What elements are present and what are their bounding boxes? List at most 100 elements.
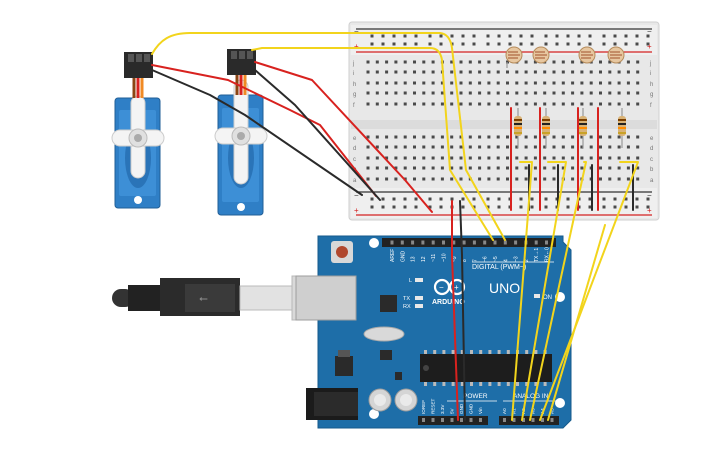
rail-hole[interactable] [392, 205, 396, 209]
breadboard-hole[interactable] [617, 145, 621, 149]
rail-hole[interactable] [588, 42, 592, 46]
breadboard-hole[interactable] [626, 70, 630, 74]
digital-pin[interactable] [400, 240, 404, 245]
breadboard-hole[interactable] [515, 70, 519, 74]
rail-hole[interactable] [428, 197, 432, 201]
breadboard-hole[interactable] [533, 91, 537, 95]
breadboard-hole[interactable] [543, 91, 547, 95]
breadboard-hole[interactable] [422, 135, 426, 139]
breadboard-hole[interactable] [385, 81, 389, 85]
breadboard-hole[interactable] [413, 177, 416, 181]
breadboard-hole[interactable] [543, 81, 547, 85]
digital-pin[interactable] [431, 240, 435, 245]
breadboard-hole[interactable] [431, 145, 435, 149]
breadboard-hole[interactable] [626, 60, 630, 64]
breadboard-hole[interactable] [580, 135, 584, 139]
resistor-4[interactable] [618, 108, 626, 148]
breadboard-hole[interactable] [515, 81, 519, 85]
rail-hole[interactable] [588, 197, 592, 201]
photoresistor-2[interactable] [532, 46, 550, 64]
rail-hole[interactable] [461, 34, 465, 38]
rail-hole[interactable] [555, 34, 559, 38]
analog-pin[interactable] [531, 418, 535, 422]
breadboard-hole[interactable] [468, 70, 472, 74]
digital-pin[interactable] [411, 240, 415, 245]
rail-hole[interactable] [646, 34, 650, 38]
digital-pin[interactable] [534, 240, 538, 245]
breadboard-hole[interactable] [431, 70, 435, 74]
breadboard-hole[interactable] [608, 70, 612, 74]
breadboard-hole[interactable] [459, 91, 463, 95]
breadboard-hole[interactable] [626, 91, 630, 95]
breadboard-hole[interactable] [468, 156, 472, 160]
rail-hole[interactable] [555, 42, 559, 46]
breadboard-hole[interactable] [422, 81, 426, 85]
breadboard-hole[interactable] [506, 102, 509, 106]
breadboard-hole[interactable] [626, 145, 630, 149]
breadboard-hole[interactable] [403, 102, 407, 106]
breadboard-hole[interactable] [496, 166, 500, 170]
breadboard-hole[interactable] [617, 135, 621, 139]
breadboard-hole[interactable] [366, 70, 370, 74]
breadboard-hole[interactable] [580, 81, 584, 85]
breadboard-hole[interactable] [524, 102, 528, 106]
breadboard-hole[interactable] [617, 70, 621, 74]
digital-pin[interactable] [462, 240, 466, 245]
rail-hole[interactable] [646, 42, 650, 46]
rail-hole[interactable] [577, 34, 581, 38]
breadboard-hole[interactable] [561, 102, 565, 106]
breadboard-hole[interactable] [385, 102, 389, 106]
breadboard-hole[interactable] [487, 156, 491, 160]
breadboard-hole[interactable] [524, 135, 528, 139]
breadboard-hole[interactable] [608, 145, 612, 149]
rail-hole[interactable] [428, 205, 432, 209]
breadboard-hole[interactable] [487, 91, 491, 95]
breadboard-hole[interactable] [561, 60, 565, 64]
rail-hole[interactable] [381, 205, 385, 209]
breadboard-hole[interactable] [450, 156, 454, 160]
breadboard-hole[interactable] [589, 81, 593, 85]
rail-hole[interactable] [588, 205, 592, 209]
resistor-1[interactable] [514, 108, 522, 148]
wire-5v[interactable] [451, 200, 459, 421]
rail-hole[interactable] [566, 197, 570, 201]
rail-hole[interactable] [472, 42, 476, 46]
breadboard-hole[interactable] [636, 81, 640, 85]
breadboard-hole[interactable] [450, 135, 454, 139]
digital-pin[interactable] [483, 240, 487, 245]
breadboard-hole[interactable] [636, 60, 640, 64]
breadboard-hole[interactable] [450, 166, 454, 170]
breadboard-hole[interactable] [543, 166, 547, 170]
breadboard-hole[interactable] [571, 91, 575, 95]
breadboard-hole[interactable] [626, 156, 630, 160]
rail-hole[interactable] [519, 205, 523, 209]
breadboard-hole[interactable] [431, 60, 435, 64]
breadboard-hole[interactable] [478, 135, 482, 139]
wire-servo2-power[interactable] [254, 61, 433, 213]
breadboard-hole[interactable] [422, 70, 426, 74]
breadboard-hole[interactable] [533, 145, 537, 149]
breadboard-hole[interactable] [533, 177, 537, 181]
breadboard-hole[interactable] [375, 81, 379, 85]
breadboard-hole[interactable] [496, 156, 500, 160]
breadboard-hole[interactable] [487, 166, 491, 170]
rail-hole[interactable] [566, 34, 570, 38]
breadboard-hole[interactable] [478, 91, 482, 95]
wire-gnd[interactable] [459, 200, 466, 421]
breadboard-hole[interactable] [459, 81, 463, 85]
breadboard-hole[interactable] [450, 81, 454, 85]
breadboard-hole[interactable] [552, 60, 556, 64]
breadboard-hole[interactable] [366, 145, 370, 149]
breadboard-hole[interactable] [561, 135, 565, 139]
breadboard-hole[interactable] [571, 156, 575, 160]
breadboard-hole[interactable] [422, 91, 426, 95]
breadboard-hole[interactable] [533, 81, 537, 85]
rail-hole[interactable] [414, 34, 418, 38]
rail-hole[interactable] [602, 205, 606, 209]
breadboard-hole[interactable] [440, 145, 444, 149]
breadboard-hole[interactable] [617, 177, 621, 181]
breadboard-hole[interactable] [375, 177, 379, 181]
breadboard-hole[interactable] [431, 166, 435, 170]
breadboard-hole[interactable] [413, 145, 416, 149]
breadboard-hole[interactable] [506, 135, 509, 139]
